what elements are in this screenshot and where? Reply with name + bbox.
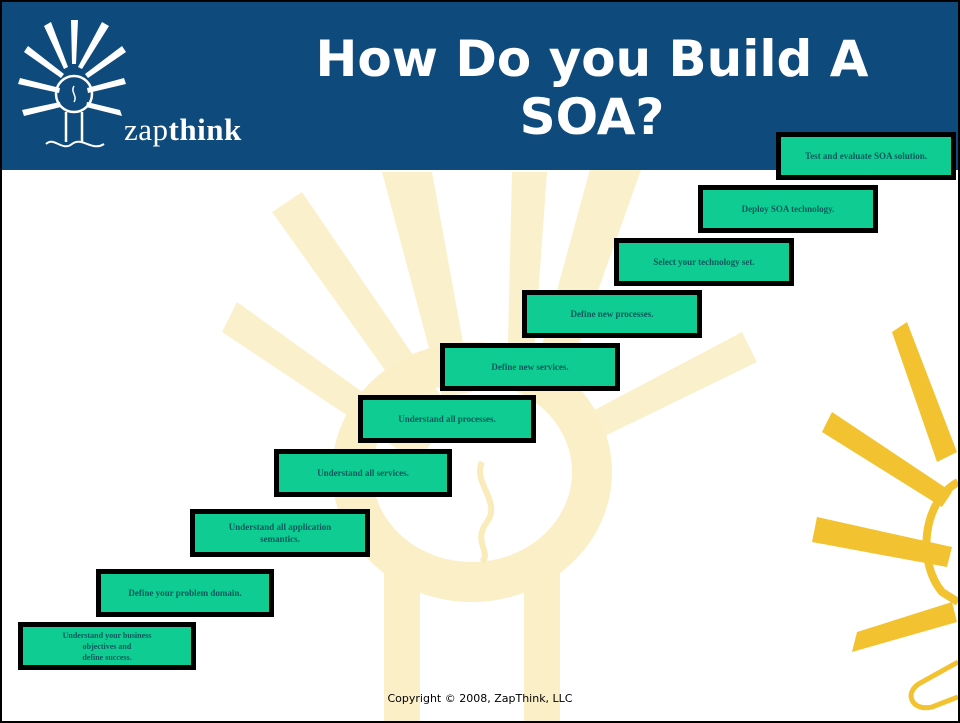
step-label: Test and evaluate SOA solution. xyxy=(805,150,927,162)
slide-title-line-1: How Do you Build A xyxy=(315,30,869,88)
step-box: Deploy SOA technology. xyxy=(698,185,878,233)
step-box: Test and evaluate SOA solution. xyxy=(776,132,956,180)
step-label: Understand all application semantics. xyxy=(229,521,332,545)
step-label-line: Understand all processes. xyxy=(398,414,496,424)
step-label-line: Test and evaluate SOA solution. xyxy=(805,151,927,161)
slide-title: How Do you Build A SOA? xyxy=(242,30,942,146)
step-label-line: semantics. xyxy=(260,534,300,544)
step-label: Understand all services. xyxy=(317,467,409,479)
step-box: Define new services. xyxy=(440,343,620,391)
slide-title-line-2: SOA? xyxy=(519,88,665,146)
step-label-line: Understand all application xyxy=(228,522,332,532)
step-label-line: Define new services. xyxy=(491,362,569,372)
zapthink-logo-icon xyxy=(18,20,126,148)
step-label: Understand all processes. xyxy=(398,413,496,425)
step-label: Select your technology set. xyxy=(653,256,754,268)
zapthink-wordmark: zapthink xyxy=(124,112,242,147)
step-label-line: Deploy SOA technology. xyxy=(741,204,835,214)
step-label-line: Select your technology set. xyxy=(653,257,755,267)
step-label-line: Understand your business xyxy=(62,630,152,640)
step-label-line: Understand all services. xyxy=(317,468,409,478)
step-label: Define new processes. xyxy=(570,308,653,320)
step-label-line: objectives and xyxy=(82,641,132,651)
step-box: Understand all processes. xyxy=(358,395,536,443)
step-label: Define new services. xyxy=(491,361,568,373)
step-label-line: define success. xyxy=(82,652,132,662)
step-label: Define your problem domain. xyxy=(128,587,241,599)
step-label-line: Define new processes. xyxy=(570,309,654,319)
step-box: Select your technology set. xyxy=(614,238,794,286)
step-box: Understand all services. xyxy=(274,449,452,497)
copyright-notice: Copyright © 2008, ZapThink, LLC xyxy=(387,692,573,705)
step-box: Define your problem domain. xyxy=(96,569,274,617)
step-label-line: Define your problem domain. xyxy=(128,588,242,598)
step-box: Define new processes. xyxy=(522,290,702,338)
step-label: Deploy SOA technology. xyxy=(742,203,835,215)
step-box: Understand all application semantics. xyxy=(190,509,370,557)
